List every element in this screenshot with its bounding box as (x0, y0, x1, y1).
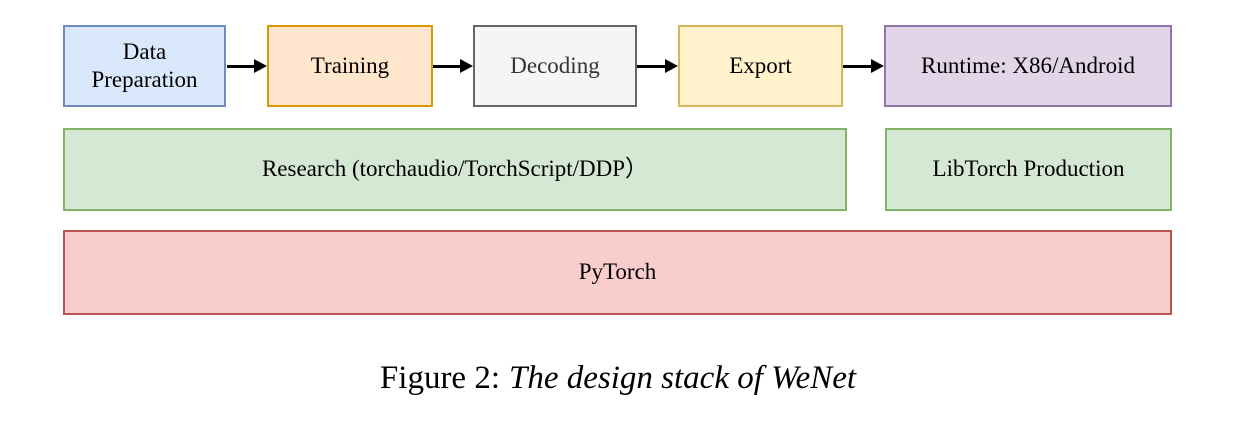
arrow-right-icon (843, 59, 884, 73)
box-training: Training (267, 25, 433, 107)
arrow-shaft (637, 64, 665, 68)
figure-caption: Figure 2:The design stack of WeNet (0, 360, 1236, 397)
figure-caption-prefix: Figure 2: (379, 360, 500, 396)
arrow-right-icon (637, 59, 678, 73)
box-pytorch: PyTorch (63, 230, 1172, 315)
box-libtorch-production: LibTorch Production (885, 128, 1172, 211)
box-export: Export (678, 25, 843, 107)
arrow-head (254, 59, 267, 73)
box-research-torchaudio-torchscript-ddp: Research (torchaudio/TorchScript/DDP） (63, 128, 847, 211)
arrow-head (460, 59, 473, 73)
figure-caption-title: The design stack of WeNet (509, 360, 857, 396)
box-decoding: Decoding (473, 25, 637, 107)
arrow-shaft (843, 64, 871, 68)
box-runtime-x86-android: Runtime: X86/Android (884, 25, 1172, 107)
arrow-right-icon (433, 59, 473, 73)
arrow-right-icon (227, 59, 267, 73)
arrow-shaft (227, 64, 254, 68)
arrow-shaft (433, 64, 460, 68)
arrow-head (665, 59, 678, 73)
box-data-preparation: Data Preparation (63, 25, 226, 107)
arrow-head (871, 59, 884, 73)
